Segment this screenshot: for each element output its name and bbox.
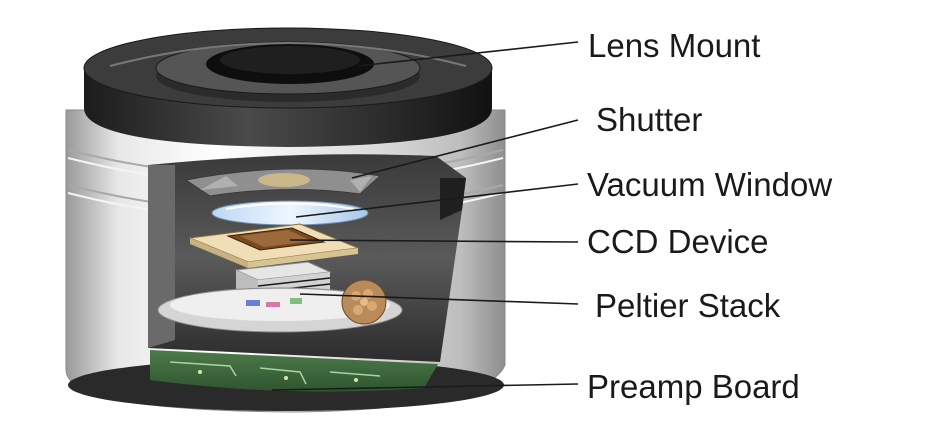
callout-labels: Lens Mount Shutter Vacuum Window CCD Dev… bbox=[587, 27, 832, 405]
label-shutter: Shutter bbox=[596, 101, 702, 138]
label-ccd-device: CCD Device bbox=[587, 223, 769, 260]
label-lens-mount: Lens Mount bbox=[588, 27, 760, 64]
vacuum-window bbox=[212, 201, 368, 225]
label-preamp-board: Preamp Board bbox=[587, 368, 800, 405]
label-peltier-stack: Peltier Stack bbox=[595, 287, 781, 324]
lens-mount-cap bbox=[84, 28, 492, 147]
label-vacuum-window: Vacuum Window bbox=[587, 166, 832, 203]
